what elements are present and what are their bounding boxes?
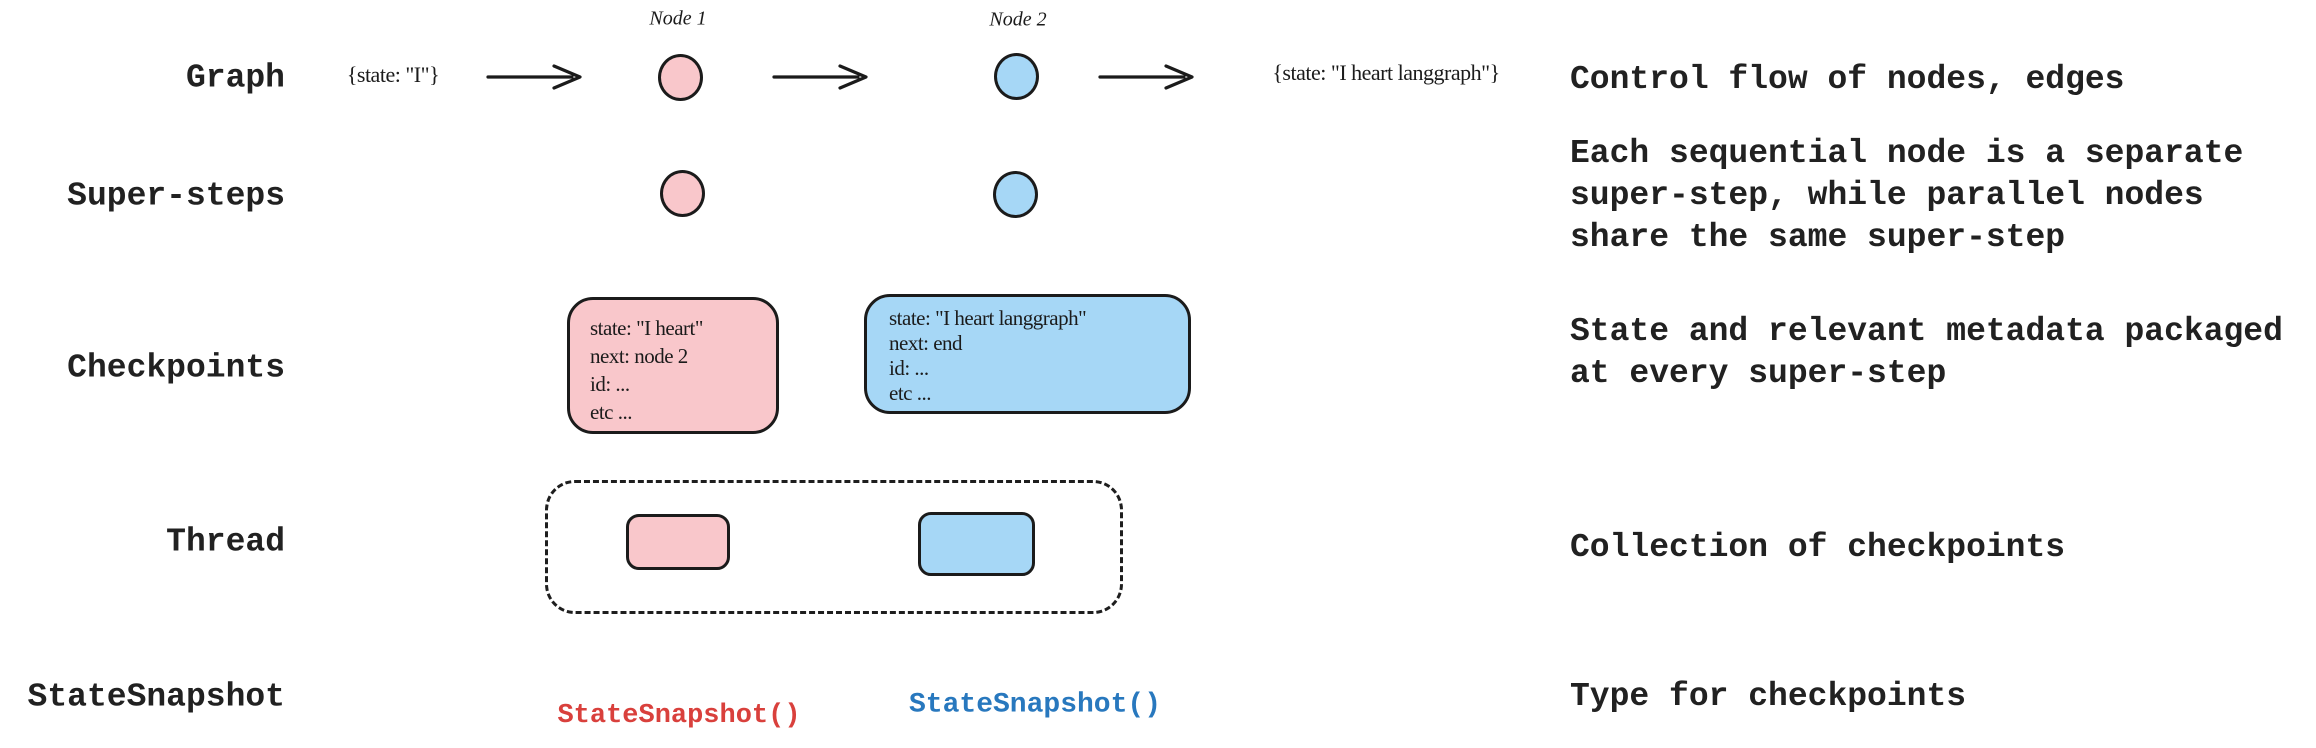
node1-circle-graph [658,54,703,101]
node2-label: Node 2 [989,8,1047,31]
thread-checkpoint-node1 [626,514,730,570]
description-checkpoints: State and relevant metadata packaged at … [1570,313,2283,392]
node1-label: Node 1 [649,7,707,30]
thread-boundary [545,480,1123,614]
checkpoint-box-node2: state: "I heart langgraph" next: end id:… [864,294,1191,414]
description-graph: Control flow of nodes, edges [1570,61,2125,98]
node2-circle-superstep [993,171,1038,218]
output-state-text: {state: "I heart langgraph"} [1272,60,1500,85]
arrow-node2-to-output-icon [1098,64,1194,90]
description-super-steps: Each sequential node is a separate super… [1570,135,2244,256]
statesnapshot-code-node1: StateSnapshot() [557,701,801,731]
row-label-graph: Graph [185,59,285,97]
input-state-text: {state: "I"} [346,62,440,87]
statesnapshot-code-node2: StateSnapshot() [908,689,1162,721]
node1-circle-superstep [660,170,705,217]
arrow-node1-to-node2-icon [772,64,868,90]
checkpoint-box-node1: state: "I heart" next: node 2 id: ... et… [567,297,779,434]
thread-checkpoint-node2 [918,512,1035,576]
description-statesnapshot: Type for checkpoints [1570,678,1967,715]
node2-circle-graph [994,53,1039,100]
arrow-input-to-node1-icon [486,64,582,90]
row-label-checkpoints: Checkpoints [67,349,285,387]
row-label-statesnapshot: StateSnapshot [27,678,285,716]
row-label-thread: Thread [166,523,285,561]
description-thread: Collection of checkpoints [1570,529,2066,566]
row-label-super-steps: Super-steps [67,177,285,215]
